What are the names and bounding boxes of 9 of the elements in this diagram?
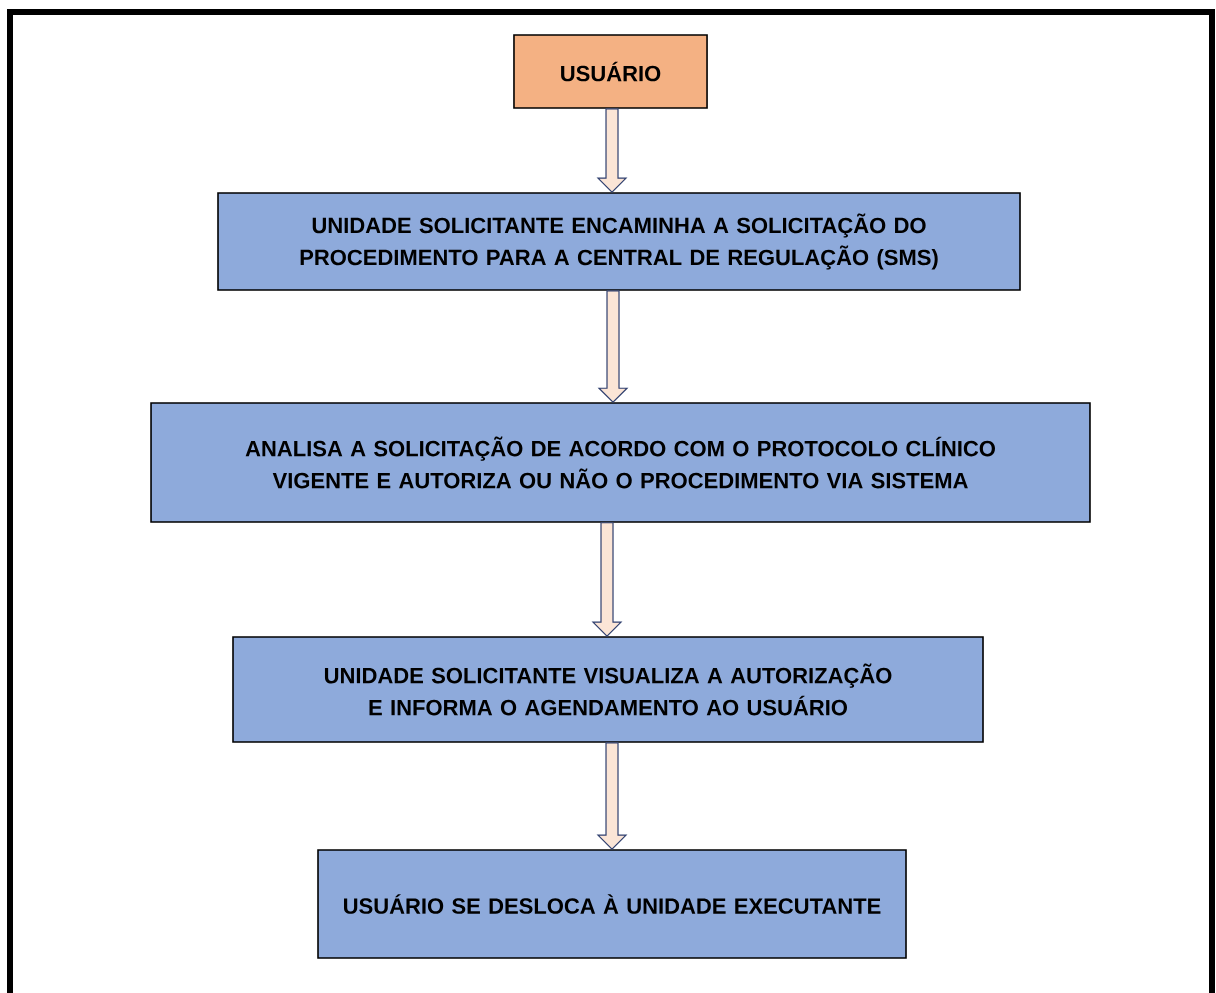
block-arrow	[597, 290, 629, 404]
process-box: USUÁRIO SE DESLOCA À UNIDADE EXECUTANTE	[317, 849, 907, 959]
process-box: UNIDADE SOLICITANTE ENCAMINHA A SOLICITAÇÃO DO PROCEDIMENTO PARA A CENTRAL DE REGULAÇÃO (SMS)	[217, 192, 1021, 291]
process-box: USUÁRIO	[513, 34, 708, 109]
process-box: ANALISA A SOLICITAÇÃO DE ACORDO COM O PROTOCOLO CLÍNICO VIGENTE E AUTORIZA OU NÃO O PROCEDIMENTO VIA SISTEMA	[150, 402, 1091, 523]
block-arrow	[596, 108, 628, 193]
process-box: UNIDADE SOLICITANTE VISUALIZA A AUTORIZAÇÃO E INFORMA O AGENDAMENTO AO USUÁRIO	[232, 636, 984, 743]
block-arrow	[591, 522, 623, 638]
block-arrow	[596, 742, 628, 851]
